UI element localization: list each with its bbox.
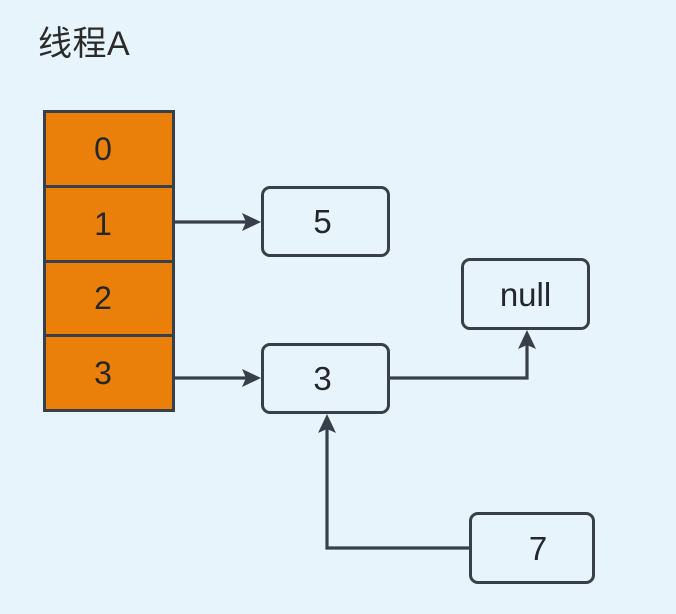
node-7-label: 7 bbox=[528, 529, 548, 567]
arrowhead-into-null bbox=[518, 330, 536, 349]
bucket-cell-2[interactable]: 2 bbox=[46, 262, 172, 338]
arrow-node7-to-node3-line bbox=[325, 428, 469, 550]
node-null-label: null bbox=[499, 275, 552, 313]
node-null[interactable]: null bbox=[461, 258, 590, 330]
bucket-cell-0[interactable]: 0 bbox=[46, 113, 172, 188]
bucket-cell-3-label: 3 bbox=[94, 355, 112, 392]
diagram-title: 线程A bbox=[38, 25, 131, 63]
arrowhead-into-node3-left bbox=[242, 369, 261, 387]
bucket-cell-1-label: 1 bbox=[94, 205, 112, 242]
bucket-cell-0-label: 0 bbox=[94, 130, 112, 167]
bucket-cell-1[interactable]: 1 bbox=[46, 187, 172, 263]
node-5-label: 5 bbox=[313, 203, 332, 240]
node-5[interactable]: 5 bbox=[261, 186, 390, 257]
bucket-cell-2-label: 2 bbox=[94, 280, 112, 317]
node-3-label: 3 bbox=[313, 360, 332, 397]
bucket-cell-3[interactable]: 3 bbox=[46, 337, 172, 409]
arrow-node3-to-null-line bbox=[390, 344, 529, 380]
arrowhead-into-node5 bbox=[242, 213, 261, 231]
node-3[interactable]: 3 bbox=[261, 343, 390, 414]
bucket-array: 0 1 2 3 bbox=[43, 110, 175, 412]
arrowhead-into-node3-bottom bbox=[318, 414, 336, 433]
node-7[interactable]: 7 bbox=[469, 512, 595, 584]
